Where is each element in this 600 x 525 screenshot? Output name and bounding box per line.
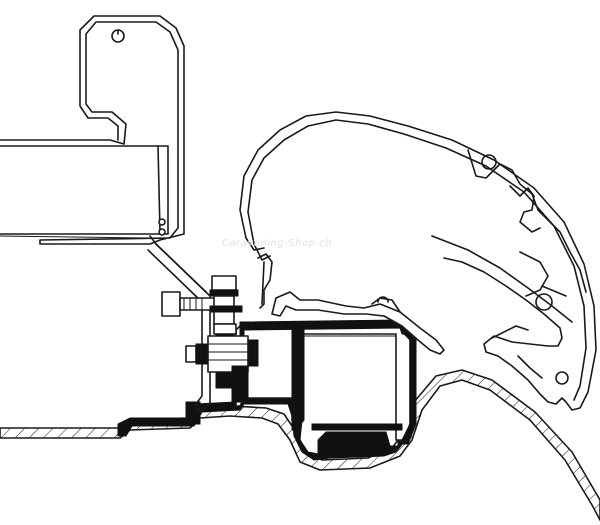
adapter-housing [235,319,417,445]
watermark-text: Caravaning-Shop.ch [222,238,332,249]
mounting-bracket [147,235,211,413]
vertical-wall-profile [231,365,249,403]
roof-rail-profile [0,15,185,245]
fixing-screw [207,275,249,389]
awning-hook-rail [257,253,445,355]
awning-casing [239,111,597,411]
